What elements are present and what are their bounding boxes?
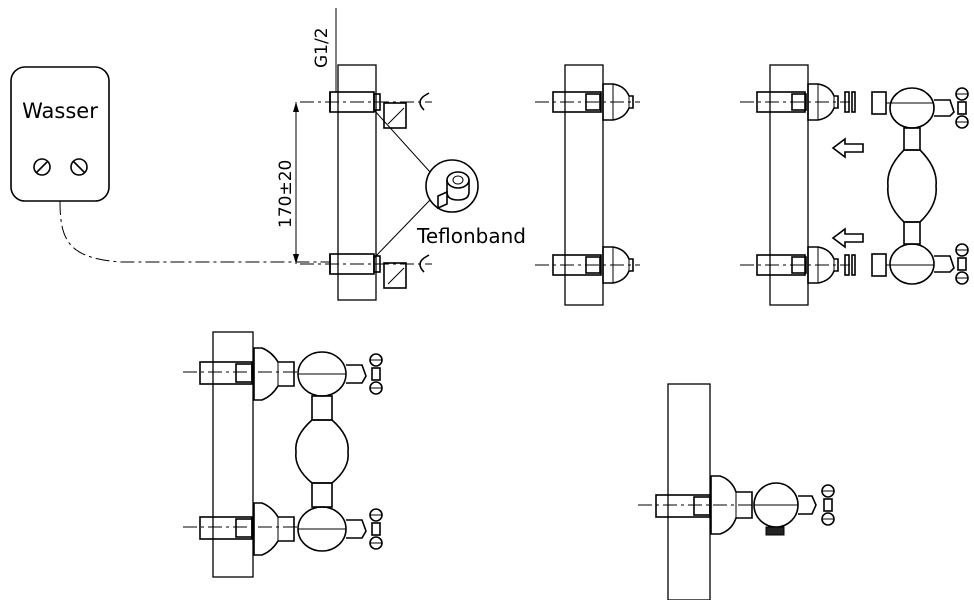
valve-right-icon (70, 158, 88, 176)
teflon-tape-label: Teflonband (416, 224, 526, 248)
supply-pipe-line (59, 200, 330, 263)
pipe-size-label: G1/2 (312, 27, 332, 68)
heater-label: Wasser (22, 99, 98, 123)
water-heater: Wasser (10, 66, 110, 202)
step-3-wall (740, 64, 856, 306)
step-5-wall (638, 383, 760, 600)
valve-left-icon (33, 158, 51, 176)
step-4-mixer (253, 347, 383, 556)
step-2-wall (535, 64, 640, 306)
step-3-mixer (871, 87, 969, 285)
teflon-tape-icon (425, 159, 479, 213)
step-4-wall (183, 331, 300, 578)
step-1-wall: G1/2 170±20 (276, 8, 432, 301)
left-arrow-icon (831, 137, 864, 249)
step-5-valve (710, 475, 835, 536)
spacing-dimension-label: 170±20 (276, 160, 296, 228)
